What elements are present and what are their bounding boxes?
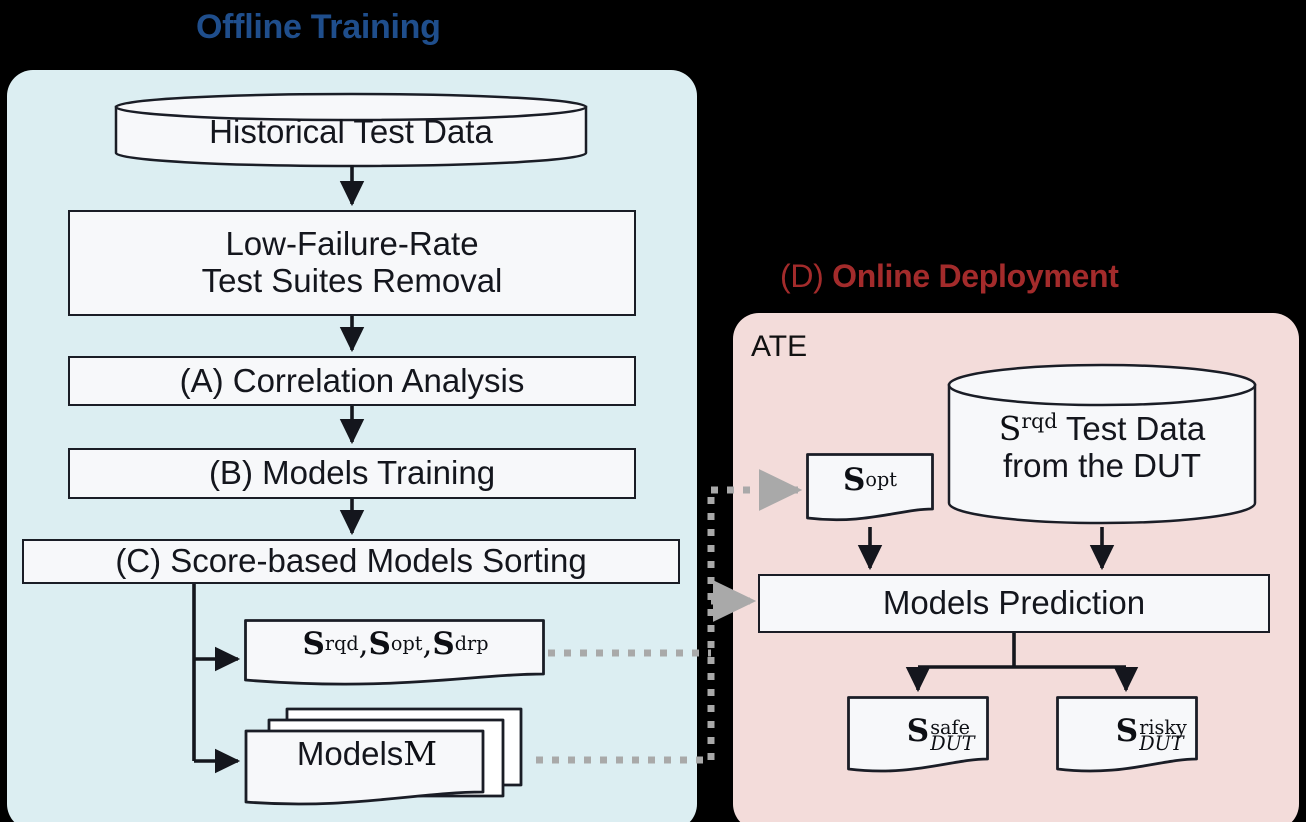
historical-test-data-cylinder [113,92,589,168]
online-title-main: Online Deployment [832,258,1119,294]
online-title-prefix: (D) [780,258,833,294]
models-stacked-documents [243,706,533,811]
sopt-document [805,452,935,527]
models-training-box: (B) Models Training [68,448,636,499]
ate-label: ATE [751,330,808,363]
offline-training-title: Offline Training [196,8,441,46]
safe-suite-document [846,695,990,779]
low-failure-rate-removal-box: Low-Failure-Rate Test Suites Removal [68,210,636,316]
score-based-sorting-box: (C) Score-based Models Sorting [22,539,680,584]
dut-test-data-cylinder [946,363,1258,527]
online-deployment-title: (D) Online Deployment [780,258,1119,295]
correlation-analysis-box: (A) Correlation Analysis [68,356,636,406]
removal-line-1: Low-Failure-Rate [225,225,479,263]
risky-suite-document [1055,695,1199,779]
removal-line-2: Test Suites Removal [201,262,503,299]
models-prediction-box: Models Prediction [758,574,1270,633]
suite-sets-document [243,618,546,690]
branch-prediction-trunk [918,633,1126,669]
